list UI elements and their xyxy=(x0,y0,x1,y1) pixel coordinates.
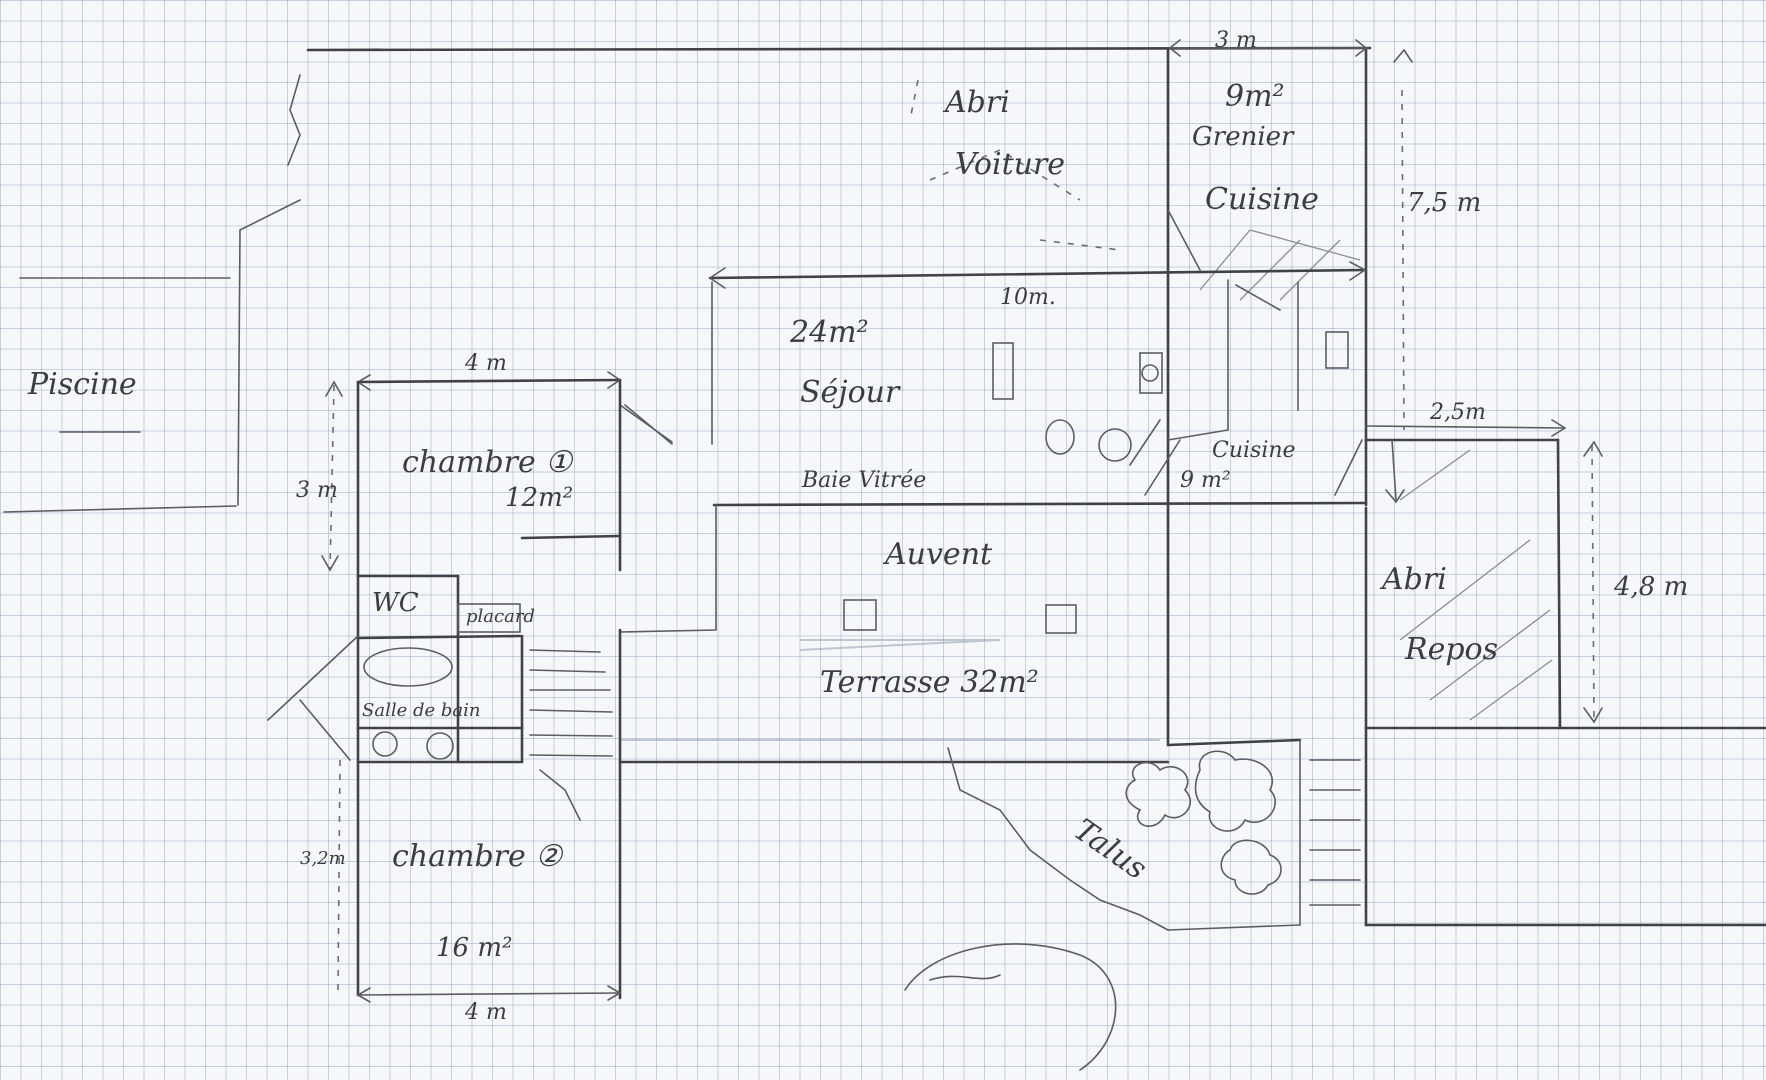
label-dim-3m-top: 3 m xyxy=(1215,28,1257,53)
label-auvent: Auvent xyxy=(885,537,993,572)
label-dim-4-8m: 4,8 m xyxy=(1614,572,1689,602)
shrub-1 xyxy=(1125,761,1192,827)
dim-2-5m-line xyxy=(1365,425,1566,429)
dim-3-2m-line xyxy=(337,759,341,991)
talus-curve xyxy=(947,747,1169,931)
dim-4-8m-line xyxy=(1591,444,1595,721)
pool-right-edge xyxy=(237,199,301,506)
label-cuisine-top-scribble: Grenier xyxy=(1192,122,1294,152)
label-chambre1: chambre ① xyxy=(402,445,573,480)
label-cuisine-top: Cuisine xyxy=(1205,182,1319,217)
placard-box xyxy=(457,603,521,633)
label-sejour-area: 24m² xyxy=(790,315,869,350)
abri-repos-right-wall xyxy=(1556,438,1562,730)
dim-7-5m-line xyxy=(1401,89,1405,431)
chambre1-top-wall xyxy=(356,378,622,384)
tree-outline xyxy=(904,943,1117,1071)
label-salle-de-bain: Salle de bain xyxy=(362,700,481,721)
right-stairs xyxy=(1309,759,1361,906)
abri-voiture-dash-3 xyxy=(1039,239,1121,251)
label-cuisine-mid-area: 9 m² xyxy=(1180,468,1231,493)
label-terrasse: Terrasse 32m² xyxy=(820,665,1039,700)
label-abri-voiture-1: Abri xyxy=(945,85,1010,120)
sejour-door-swing xyxy=(619,404,673,443)
pool-zigzag-line xyxy=(287,74,301,166)
dim-3m-left-line xyxy=(329,384,335,571)
label-dim-4m-top: 4 m xyxy=(465,351,507,376)
label-abri-voiture-2: Voiture xyxy=(955,147,1066,182)
label-baie-vitree: Baie Vitrée xyxy=(802,468,927,493)
auvent-left-edge xyxy=(619,504,717,633)
label-dim-10m: 10m. xyxy=(1000,285,1056,310)
chambre1-bottom-wall xyxy=(520,534,622,540)
sejour-table-2 xyxy=(1098,428,1132,462)
auvent-pillar-1 xyxy=(843,599,877,631)
label-wc: WC xyxy=(372,588,419,618)
label-dim-3m-left: 3 m xyxy=(296,478,338,503)
label-piscine: Piscine xyxy=(28,367,137,402)
sejour-furniture xyxy=(992,342,1014,400)
cuisine-door-swing xyxy=(1167,209,1201,271)
shrub-2 xyxy=(1194,750,1276,832)
abri-voiture-dash xyxy=(909,79,919,121)
label-chambre2: chambre ② xyxy=(392,839,563,874)
sink-2 xyxy=(426,732,454,760)
auvent-pillar-2 xyxy=(1045,604,1077,634)
sejour-stove xyxy=(1139,352,1163,394)
baie-vitree-line xyxy=(712,501,1368,507)
dim-10m-line xyxy=(708,268,1367,280)
bathroom-door-swing xyxy=(267,635,359,761)
cuisine-counter xyxy=(1167,279,1229,441)
label-cuisine-mid: Cuisine xyxy=(1212,438,1296,463)
cuisine-fridge xyxy=(1325,331,1349,369)
label-dim-7-5m: 7,5 m xyxy=(1407,188,1482,218)
sejour-table-1 xyxy=(1045,419,1075,455)
label-abri-repos-2: Repos xyxy=(1405,632,1499,667)
label-placard: placard xyxy=(466,606,535,627)
label-chambre2-area: 16 m² xyxy=(436,933,513,963)
shrub-3 xyxy=(1220,839,1282,895)
label-sejour: Séjour xyxy=(800,375,900,410)
dim-4m-bottom-line xyxy=(357,992,621,996)
label-dim-2-5m: 2,5m xyxy=(1430,400,1486,425)
bathtub xyxy=(363,647,453,687)
label-abri-repos-1: Abri xyxy=(1382,562,1447,597)
label-cuisine-top-area: 9m² xyxy=(1225,79,1285,114)
stairs xyxy=(529,649,613,757)
pool-bottom-edge xyxy=(3,505,237,513)
label-dim-3-2m: 3,2m xyxy=(300,848,346,869)
wc-bottom-wall xyxy=(356,634,522,640)
sink-1 xyxy=(372,731,398,757)
label-dim-4m-bottom: 4 m xyxy=(465,1000,507,1025)
label-chambre1-area: 12m² xyxy=(505,483,574,513)
